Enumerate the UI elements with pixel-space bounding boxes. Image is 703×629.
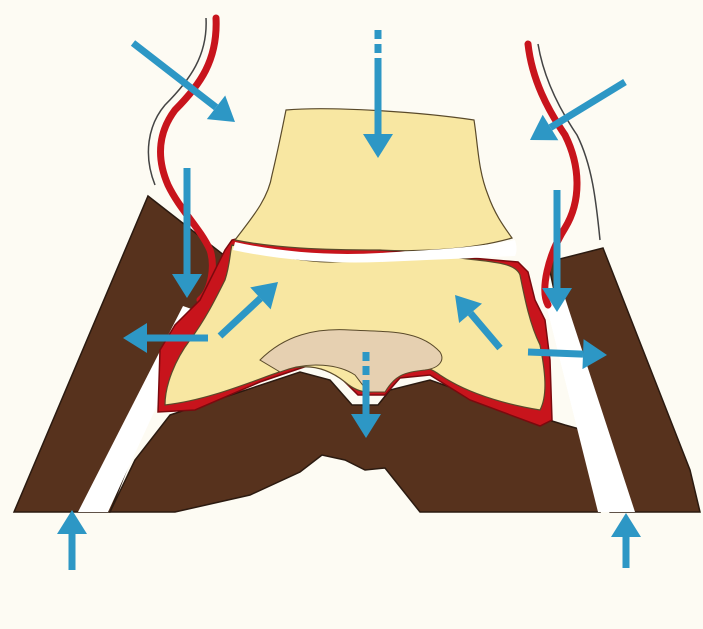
arrow-right-outward-shaft xyxy=(528,352,583,354)
